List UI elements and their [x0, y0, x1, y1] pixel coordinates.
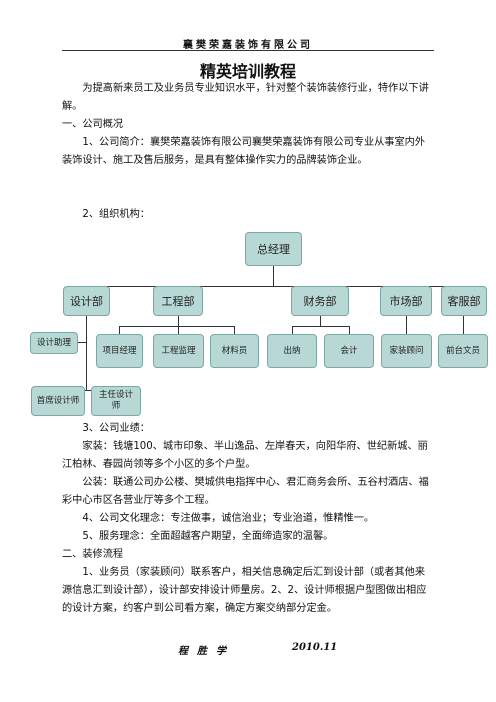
org-node-engineering-dept: 工程部: [153, 286, 203, 316]
org-node-accountant: 会计: [324, 334, 374, 368]
document-title: 精英培训教程: [199, 62, 296, 81]
intro-paragraph: 为提高新来员工及业务员专业知识水平，针对整个装饰装修行业，特作以下讲解。: [62, 83, 429, 112]
org-connector: [234, 326, 235, 334]
org-node-project-manager: 项目经理: [96, 334, 143, 368]
org-chart: 总经理 设计部 工程部 财务部 市场部 客服部 设计助理 项目经理 工程监理 材…: [0, 228, 496, 418]
org-connector: [178, 316, 179, 326]
company-profile-paragraph: 1、公司简介：襄樊荣嘉装饰有限公司襄樊荣嘉装饰有限公司专业从事室内外装饰设计、施…: [62, 137, 426, 166]
org-connector: [78, 342, 87, 343]
org-node-design-assistant: 设计助理: [30, 332, 78, 354]
org-structure-label: 2、组织机构：: [82, 209, 150, 220]
org-connector: [273, 266, 274, 286]
org-connector: [320, 316, 321, 326]
header-rule: [62, 50, 434, 51]
org-connector: [463, 316, 464, 334]
org-node-front-desk: 前台文员: [438, 334, 488, 368]
section2-heading: 二、装修流程: [62, 549, 124, 560]
page-footer: 程胜学 2010.11: [0, 642, 496, 657]
footer-date: 2010.11: [292, 642, 338, 653]
culture-paragraph: 4、公司文化理念：专注做事，诚信治业；专业治道，惟精惟一。: [82, 513, 375, 524]
achievements-label: 3、公司业绩：: [82, 423, 150, 434]
footer-author: 程胜学: [178, 646, 235, 657]
org-connector: [119, 326, 120, 334]
org-connector: [349, 326, 350, 334]
org-connector: [406, 316, 407, 334]
service-paragraph: 5、服务理念：全面超越客户期望，全面缔造家的温馨。: [82, 531, 334, 542]
org-node-marketing-dept: 市场部: [380, 286, 432, 316]
section1-heading: 一、公司概况: [62, 119, 124, 130]
org-node-home-consultant: 家装顾问: [381, 334, 432, 368]
org-node-chief-designer: 首席设计师: [31, 386, 85, 416]
page-header-company: 襄樊荣嘉装饰有限公司: [183, 40, 313, 51]
org-node-finance-dept: 财务部: [291, 286, 349, 316]
org-node-cashier: 出纳: [267, 334, 317, 368]
org-connector: [60, 390, 116, 391]
org-node-lead-designer: 主任设计师: [91, 386, 141, 416]
org-connector: [292, 326, 350, 327]
org-node-customer-service-dept: 客服部: [441, 286, 487, 316]
org-connector: [178, 326, 179, 334]
achievements-home-paragraph: 家装：钱塘100、城市印象、半山逸品、左岸春天，向阳华府、世纪新城、丽江柏林、春…: [62, 441, 428, 470]
org-connector: [119, 326, 235, 327]
org-connector: [86, 316, 87, 390]
org-connector: [86, 286, 464, 287]
achievements-commercial-paragraph: 公装：联通公司办公楼、樊城供电指挥中心、君汇商务会所、五谷村酒店、福彩中心市区各…: [62, 477, 429, 506]
org-node-site-supervisor: 工程监理: [153, 334, 204, 368]
org-node-general-manager: 总经理: [245, 232, 302, 266]
org-connector: [292, 326, 293, 334]
org-node-material-clerk: 材料员: [210, 334, 259, 368]
org-node-design-dept: 设计部: [63, 286, 110, 316]
process-paragraph: 1、业务员（家装顾问）联系客户，相关信息确定后汇到设计部（或者其他来源信息汇到设…: [62, 567, 427, 614]
